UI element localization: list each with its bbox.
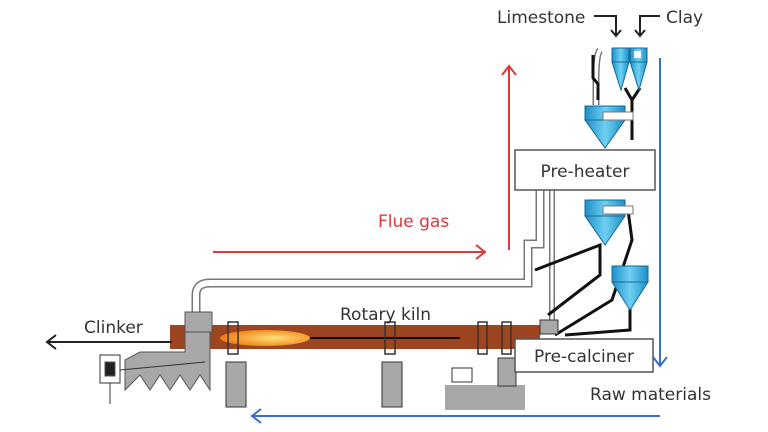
kiln-support-2 (381, 321, 403, 408)
limestone-label: Limestone (497, 8, 585, 28)
clay-feed-arrow (634, 15, 660, 38)
limestone-feed-arrow (594, 15, 622, 38)
cyclone-middle (584, 199, 634, 246)
kiln-support-1 (225, 321, 247, 408)
cyclone-top-right (629, 47, 648, 92)
pre-heater-label: Pre-heater (541, 162, 630, 182)
flue-gas-arrow-horizontal (213, 244, 487, 260)
clinker-output-arrow (45, 334, 172, 350)
clinker-cooler (99, 311, 213, 404)
flue-gas-arrow-vertical (501, 64, 517, 250)
clay-label: Clay (666, 8, 703, 28)
pre-calciner-box (514, 338, 654, 373)
raw-materials-label: Raw materials (590, 385, 711, 405)
flue-gas-label: Flue gas (378, 212, 449, 232)
clinker-label: Clinker (84, 318, 143, 338)
flame (220, 330, 310, 346)
rotary-kiln-label: Rotary kiln (340, 305, 431, 325)
raw-material-arrow-vertical (652, 58, 668, 368)
kiln-support-3 (445, 319, 559, 410)
cyclone-lower (611, 265, 649, 311)
cyclone-top-left (611, 47, 630, 92)
raw-material-arrow-horizontal (250, 408, 660, 424)
pre-heater-box (514, 149, 656, 191)
cyclone-upper (584, 105, 634, 149)
pre-calciner-label: Pre-calciner (534, 347, 634, 367)
gas-duct (191, 47, 603, 320)
